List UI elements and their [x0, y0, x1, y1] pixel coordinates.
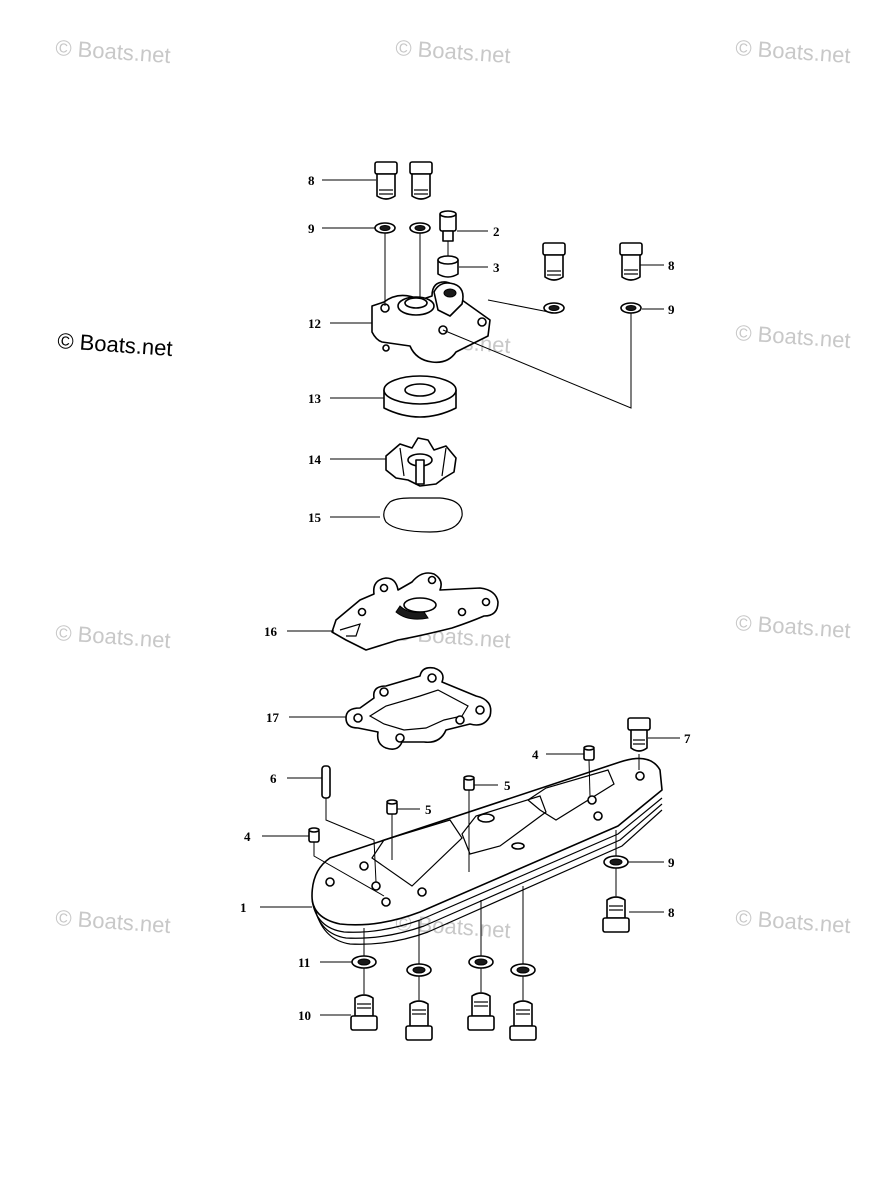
callout-2: 2 [493, 224, 500, 239]
washer-9-right-b [620, 302, 642, 314]
part-12-pump-housing [371, 281, 491, 364]
washer-11-a [351, 955, 377, 969]
callout-6: 6 [270, 771, 277, 786]
washer-9-left [374, 222, 396, 234]
watermark-text: © Boats.net [55, 905, 172, 938]
bolt-8-left [374, 161, 398, 200]
callout-3: 3 [493, 260, 500, 275]
part-13-seal-ring [383, 375, 457, 418]
callout-15: 15 [308, 510, 322, 525]
callout-10: 10 [298, 1008, 311, 1023]
watermark-text: © Boats.net [395, 35, 512, 68]
part-6-dowel-pin [321, 765, 331, 799]
callout-5: 5 [425, 802, 432, 817]
callout-12: 12 [308, 316, 321, 331]
part-3-sleeve [437, 255, 459, 278]
bolt-10-d [509, 1000, 537, 1041]
washer-9-lower [603, 855, 629, 869]
part-7-bolt [627, 717, 651, 752]
part-15-o-ring [383, 497, 463, 533]
watermark-text: © Boats.net [735, 35, 852, 68]
washer-9-right-a [543, 302, 565, 314]
part-17-gasket [345, 666, 492, 750]
part-1-adaptor-plate [311, 757, 663, 945]
part-2-nipple [439, 210, 457, 242]
callout-8: 8 [668, 258, 675, 273]
part-16-plate [331, 572, 499, 651]
callout-16: 16 [264, 624, 278, 639]
callout-17: 17 [266, 710, 280, 725]
part-4-pin-left [308, 827, 320, 843]
callout-8: 8 [668, 905, 675, 920]
part-14-impeller [385, 437, 457, 487]
callout-14: 14 [308, 452, 322, 467]
bolt-8-right-b [619, 242, 643, 281]
callout-9: 9 [668, 302, 675, 317]
callout-7: 7 [684, 731, 691, 746]
watermark-text: © Boats.net [735, 320, 852, 353]
leader-lines [260, 179, 680, 1016]
callout-4: 4 [532, 747, 539, 762]
watermark-group: © Boats.net © Boats.net © Boats.net © Bo… [55, 35, 852, 943]
bolt-10-a [350, 994, 378, 1031]
bolt-8-right-a [542, 242, 566, 281]
watermark-text: © Boats.net [55, 35, 172, 68]
watermark-text: © Boats.net [735, 610, 852, 643]
part-5-pin-left [386, 799, 398, 815]
bolt-10-c [467, 992, 495, 1031]
washer-11-d [510, 963, 536, 977]
callout-5: 5 [504, 778, 511, 793]
washer-11-b [406, 963, 432, 977]
part-5-pin-right [463, 775, 475, 791]
callout-11: 11 [298, 955, 310, 970]
callout-4: 4 [244, 829, 251, 844]
washer-11-c [468, 955, 494, 969]
watermark-text-main: © Boats.net [57, 328, 174, 361]
callout-9: 9 [668, 855, 675, 870]
watermark-text: © Boats.net [735, 905, 852, 938]
bolt-10-b [405, 1000, 433, 1041]
part-4-pin-right [583, 745, 595, 761]
callout-labels: 8 9 2 3 8 9 12 13 14 15 16 17 4 7 6 5 5 … [240, 173, 691, 1023]
washer-9-mid [409, 222, 431, 234]
bolt-8-mid [409, 161, 433, 200]
callout-13: 13 [308, 391, 322, 406]
watermark-text: © Boats.net [55, 620, 172, 653]
callout-1: 1 [240, 900, 247, 915]
bolt-8-lower [602, 896, 630, 933]
callout-9: 9 [308, 221, 315, 236]
callout-8: 8 [308, 173, 315, 188]
